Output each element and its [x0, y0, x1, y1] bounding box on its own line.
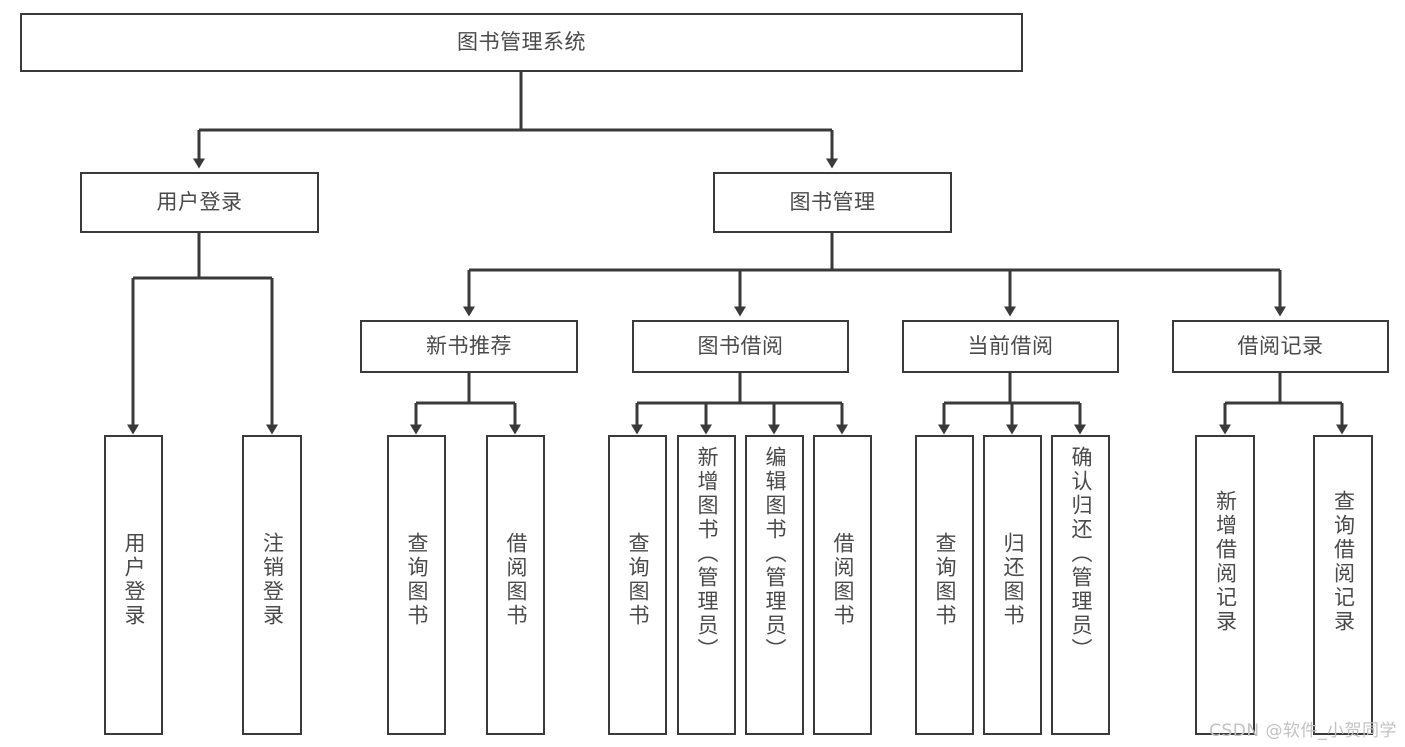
node-leaf-logout[interactable]: 注销登录 [242, 435, 302, 735]
node-new-book-recommend[interactable]: 新书推荐 [360, 320, 578, 373]
node-leaf-add-borrow-record[interactable]: 新增借阅记录 [1195, 435, 1255, 735]
node-book-borrow[interactable]: 图书借阅 [632, 320, 849, 373]
node-leaf-query-book-recommend[interactable]: 查询图书 [387, 435, 446, 735]
node-label: 查询图书 [626, 532, 650, 628]
node-label: 确认归还（管理员） [1069, 446, 1093, 662]
node-leaf-query-book-current[interactable]: 查询图书 [915, 435, 974, 735]
node-leaf-edit-book-admin[interactable]: 编辑图书（管理员） [745, 435, 804, 735]
node-label: 用户登录 [122, 532, 146, 628]
node-leaf-query-book-borrow[interactable]: 查询图书 [608, 435, 667, 735]
node-root-book-management-system[interactable]: 图书管理系统 [20, 13, 1023, 72]
node-label: 查询图书 [933, 532, 957, 628]
node-label: 查询借阅记录 [1331, 490, 1356, 634]
node-book-management[interactable]: 图书管理 [713, 172, 952, 233]
node-leaf-query-borrow-record[interactable]: 查询借阅记录 [1313, 435, 1373, 735]
node-label: 借阅图书 [504, 532, 528, 628]
node-label: 新书推荐 [426, 334, 512, 359]
node-leaf-borrow-book-recommend[interactable]: 借阅图书 [486, 435, 545, 735]
node-label: 当前借阅 [967, 334, 1054, 359]
node-leaf-confirm-return-admin[interactable]: 确认归还（管理员） [1051, 435, 1110, 735]
node-label: 新增借阅记录 [1213, 490, 1238, 634]
node-label: 编辑图书（管理员） [763, 446, 787, 662]
node-leaf-borrow-book[interactable]: 借阅图书 [813, 435, 872, 735]
node-leaf-user-login[interactable]: 用户登录 [104, 435, 163, 735]
node-label: 查询图书 [405, 532, 429, 628]
node-label: 归还图书 [1001, 532, 1025, 628]
node-label: 借阅记录 [1237, 334, 1324, 359]
node-user-login[interactable]: 用户登录 [80, 172, 319, 233]
node-label: 图书借阅 [697, 334, 784, 359]
watermark-text: CSDN @软件_小贺同学 [1209, 721, 1397, 741]
node-label: 借阅图书 [831, 532, 855, 628]
node-leaf-add-book-admin[interactable]: 新增图书（管理员） [677, 435, 736, 735]
node-label: 新增图书（管理员） [695, 446, 719, 662]
node-current-borrow[interactable]: 当前借阅 [902, 320, 1119, 373]
node-borrow-record[interactable]: 借阅记录 [1172, 320, 1389, 373]
node-label: 图书管理 [789, 190, 876, 215]
node-label: 用户登录 [156, 190, 243, 215]
node-label: 注销登录 [260, 532, 285, 628]
node-leaf-return-book[interactable]: 归还图书 [983, 435, 1042, 735]
node-label: 图书管理系统 [457, 30, 586, 55]
